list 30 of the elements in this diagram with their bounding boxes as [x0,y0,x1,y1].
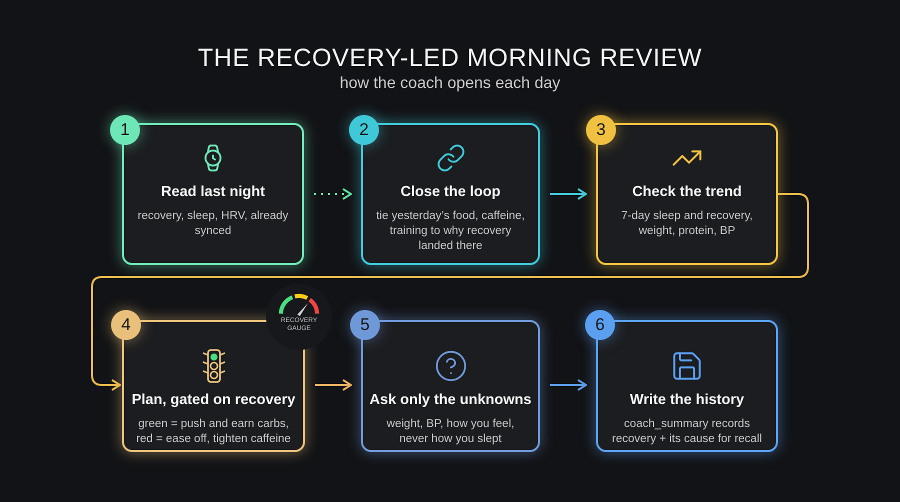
step-card [361,123,540,265]
title: THE RECOVERY-LED MORNING REVIEW [198,43,702,74]
step-description: weight, BP, how you feel, never how you slept [386,416,516,447]
step-number-badge: 2 [349,115,379,145]
arrow [91,193,809,391]
step-heading: Read last night [161,183,265,202]
arrow [314,188,352,200]
step-description: recovery, sleep, HRV, already synced [136,208,290,239]
arrow [550,379,587,391]
step-number-badge: 4 [111,310,141,340]
step-heading: Ask only the unknowns [370,391,532,410]
arrow [550,188,587,200]
step-description: green = push and earn carbs, red = ease off, tighten caffeine [135,416,292,447]
step-heading: Plan, gated on recovery [132,391,296,410]
step-heading: Check the trend [632,183,742,202]
step-card [596,320,778,452]
step-number-badge: 6 [585,310,615,340]
step-description: tie yesterday’s food, caffeine, training to why recovery landed there [375,208,526,254]
step-description: coach_summary records recovery + its cause for recall [611,416,763,447]
step-number-badge: 1 [110,115,140,145]
step-number-badge: 5 [350,310,380,340]
step-number-badge: 3 [586,115,616,145]
arrow [315,379,352,391]
step-card [361,320,540,452]
step-description: 7-day sleep and recovery, weight, protein, BP [620,208,754,239]
step-heading: Write the history [630,391,744,410]
subtitle: how the coach opens each day [340,74,560,94]
step-heading: Close the loop [400,183,500,202]
step-card [596,123,778,265]
step-card [122,123,304,265]
